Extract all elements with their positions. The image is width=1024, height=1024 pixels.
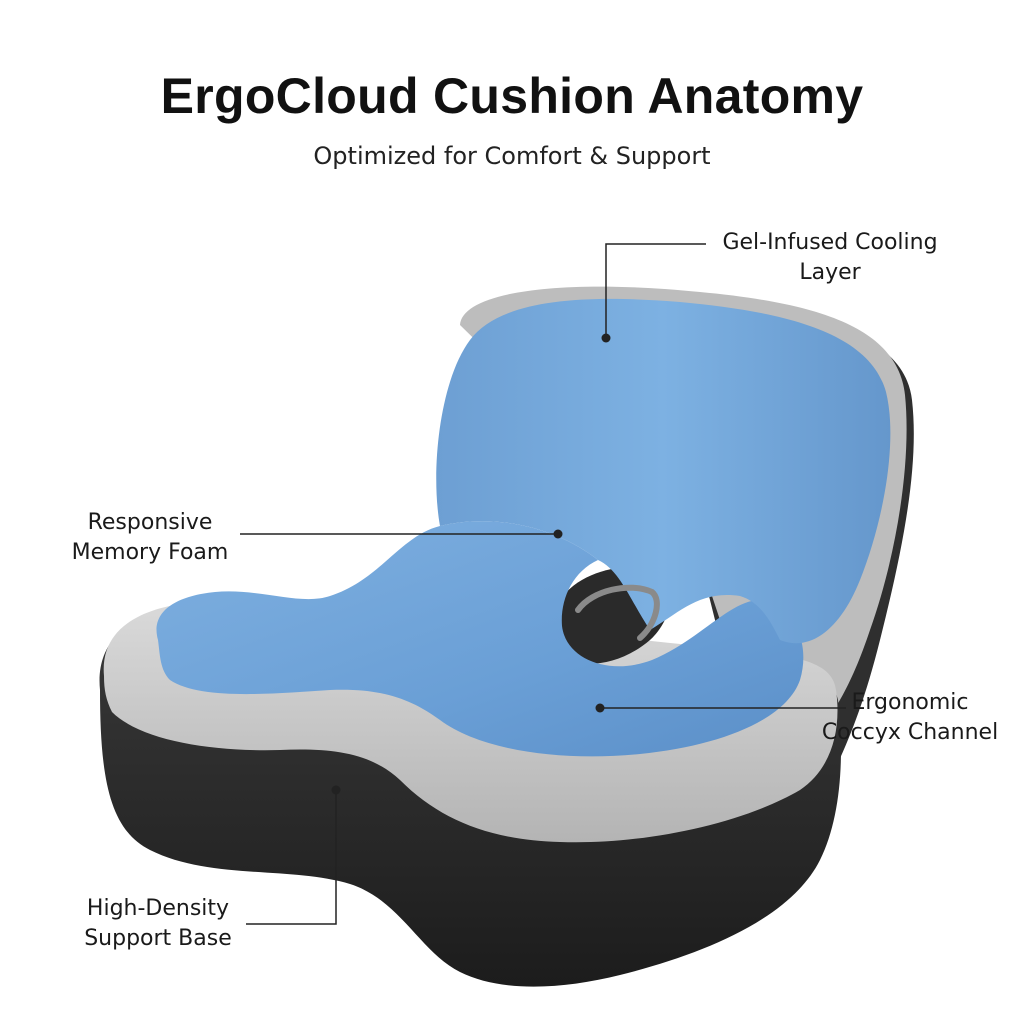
callout-channel-line-1: Ergonomic xyxy=(851,690,969,715)
leader-gel xyxy=(605,243,706,338)
callout-base-line-2: Support Base xyxy=(84,926,232,951)
callout-memory-foam: Responsive Memory Foam xyxy=(50,508,250,568)
callout-gel-line-2: Layer xyxy=(799,260,861,285)
gel-seat-surface xyxy=(156,521,804,757)
callout-base-line-1: High-Density xyxy=(86,896,230,921)
dot-gel xyxy=(601,333,611,343)
callout-support-base: High-Density Support Base xyxy=(60,894,256,954)
leader-lines xyxy=(240,243,846,925)
leader-base xyxy=(246,790,337,925)
leader-dots xyxy=(331,333,611,795)
callout-coccyx-channel: Ergonomic Coccyx Channel xyxy=(812,688,1008,748)
page-title: ErgoCloud Cushion Anatomy xyxy=(160,68,864,124)
dot-base xyxy=(331,785,341,795)
callout-memory-line-2: Memory Foam xyxy=(71,540,229,565)
callout-memory-line-1: Responsive xyxy=(87,510,213,535)
callout-channel-line-2: Coccyx Channel xyxy=(821,720,999,745)
gel-backrest xyxy=(436,298,891,644)
page-subtitle: Optimized for Comfort & Support xyxy=(313,142,711,170)
callout-gel-line-1: Gel-Infused Cooling xyxy=(722,230,938,255)
dot-memory xyxy=(553,529,563,539)
callout-gel-layer: Gel-Infused Cooling Layer xyxy=(700,228,960,288)
dot-channel xyxy=(595,703,605,713)
channel-inner-edge xyxy=(575,584,660,641)
